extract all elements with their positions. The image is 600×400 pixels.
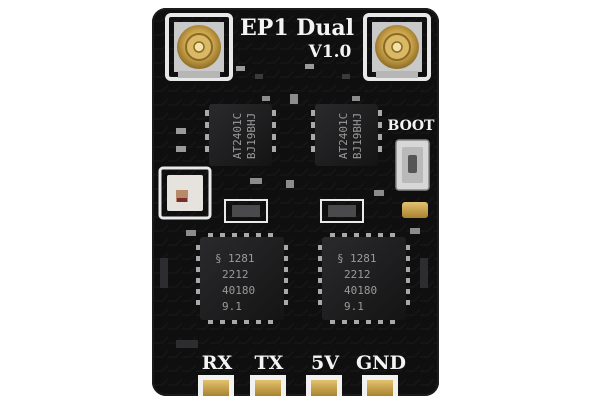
pin-label-gnd: GND [356, 352, 406, 374]
chip-marking: 1281 [350, 252, 377, 265]
chip-marking: 40180 [344, 284, 377, 297]
chip-marking: AT2401C [337, 113, 350, 159]
smd-passives [160, 64, 428, 348]
chip-marking: BJ19BHJ [245, 113, 258, 159]
chip-marking: 9.1 [344, 300, 364, 313]
led-icon [158, 166, 212, 220]
chip-marking: 40180 [222, 284, 255, 297]
solder-pad [402, 202, 428, 218]
board-version: V1.0 [308, 42, 352, 62]
chip-marking: 9.1 [222, 300, 242, 313]
rf-frontend-chip: AT2401C BJ19BHJ [205, 104, 276, 166]
pin-label-5v: 5V [311, 352, 340, 374]
rf-frontend-chip: AT2401C BJ19BHJ [311, 104, 382, 166]
pin-label-rx: RX [202, 352, 233, 374]
boot-label: BOOT [388, 118, 435, 134]
board-title: EP1 Dual [240, 15, 354, 41]
chip-marking: AT2401C [231, 113, 244, 159]
semtech-logo-icon: § [215, 252, 222, 265]
chip-marking: 2212 [344, 268, 371, 281]
chip-marking: BJ19BHJ [351, 113, 364, 159]
crystal-body [232, 205, 356, 217]
transceiver-chip: § 1281 2212 40180 9.1 [196, 233, 288, 324]
semtech-logo-icon: § [337, 252, 344, 265]
boot-button-icon [395, 139, 430, 191]
solder-pads [198, 375, 398, 396]
chip-marking: 2212 [222, 268, 249, 281]
ufl-antenna-connector-icon [363, 13, 431, 81]
pin-label-tx: TX [255, 352, 284, 374]
ufl-antenna-connector-icon [165, 13, 233, 81]
crystal-oscillator [224, 199, 364, 223]
transceiver-chip: § 1281 2212 40180 9.1 [318, 233, 410, 324]
chip-marking: 1281 [228, 252, 255, 265]
